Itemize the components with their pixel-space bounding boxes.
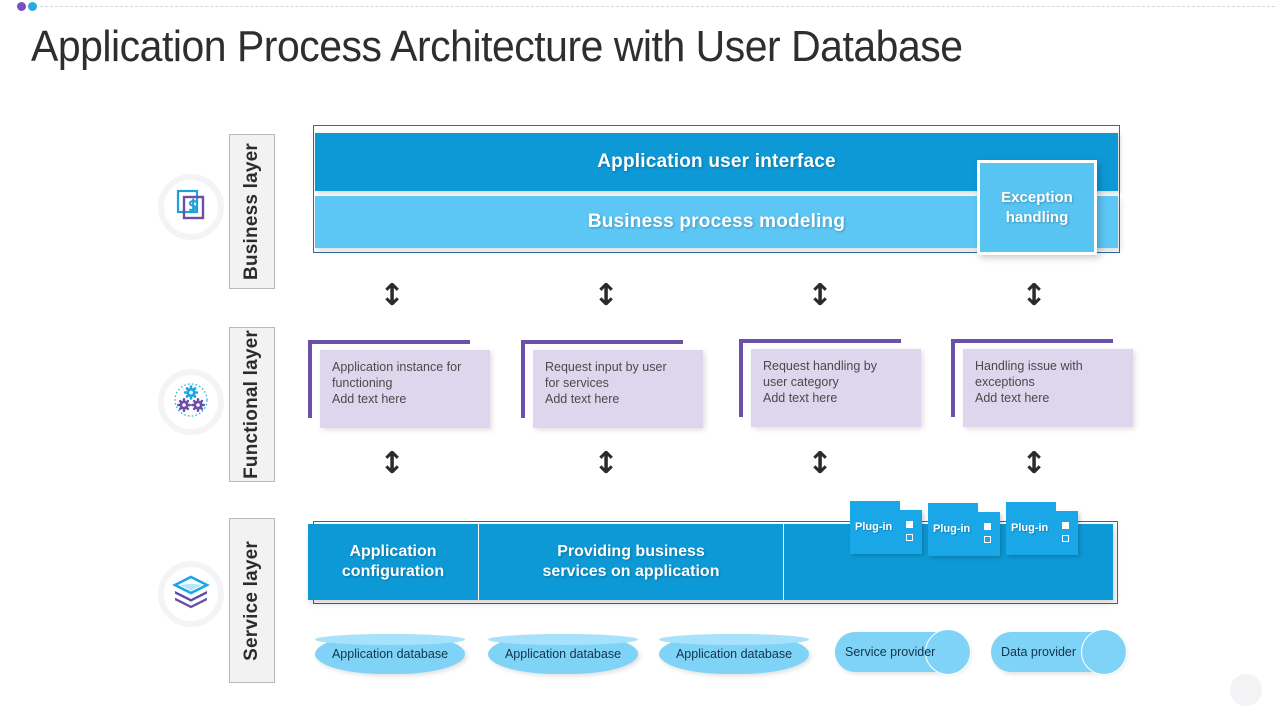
- provider-circle-decor: [925, 629, 971, 675]
- arrow-up-down-5: ↕: [379, 446, 405, 481]
- functional-box-line3: Add text here: [975, 391, 1050, 405]
- gears-icon: [172, 381, 210, 424]
- plugin-square-outline-icon: [984, 536, 991, 543]
- service-layer-icon-badge: [158, 561, 224, 627]
- database-cylinder-cap: [315, 634, 465, 645]
- document-stack-dollar-icon: [174, 188, 208, 227]
- top-decorative-strip: [0, 0, 1280, 14]
- functional-box-accent: [951, 339, 1113, 417]
- service-cell-line2: configuration: [341, 563, 445, 580]
- functional-box-line2: for services: [545, 376, 609, 390]
- plugin-badge-2[interactable]: Plug-in: [928, 503, 1000, 556]
- functional-box-accent: [739, 339, 901, 417]
- arrow-up-down-3: ↕: [807, 278, 833, 313]
- exception-handling-line2: handling: [1005, 208, 1069, 226]
- functional-layer-icon-badge: [158, 369, 224, 435]
- database-cylinder-2[interactable]: Application database: [488, 634, 638, 674]
- functional-box-application-instance[interactable]: Application instance for functioning Add…: [308, 340, 490, 428]
- functional-box-handling-issue[interactable]: Handling issue with exceptions Add text …: [951, 339, 1133, 427]
- service-cell-providing-business-label: Providing business services on applicati…: [543, 542, 720, 582]
- database-label: Application database: [675, 647, 793, 661]
- functional-box-line1: Application instance for: [332, 360, 462, 374]
- functional-box-line3: Add text here: [332, 392, 407, 406]
- functional-box-line2: functioning: [332, 376, 393, 390]
- arrow-up-down-1: ↕: [379, 278, 405, 313]
- service-cell-application-configuration-label: Application configuration: [342, 542, 444, 582]
- plugin-label: Plug-in: [855, 521, 893, 533]
- arrow-up-down-7: ↕: [807, 446, 833, 481]
- functional-box-accent: [308, 340, 470, 418]
- functional-box-line2: exceptions: [975, 375, 1035, 389]
- service-divider-2: [783, 524, 784, 600]
- layer-label-business: Business layer: [229, 134, 275, 289]
- decor-dot-blue: [28, 2, 37, 11]
- service-cell-providing-business[interactable]: Providing business services on applicati…: [479, 524, 783, 600]
- database-label: Application database: [331, 647, 449, 661]
- exception-handling-label: Exception handling: [1001, 188, 1073, 228]
- plugin-tab: [1006, 502, 1056, 511]
- plugin-square-outline-icon: [1062, 535, 1069, 542]
- arrow-up-down-4: ↕: [1021, 278, 1047, 313]
- functional-box-line3: Add text here: [763, 391, 838, 405]
- functional-box-body: Request handling by user category Add te…: [751, 349, 921, 427]
- service-cell-line1: Application: [349, 543, 437, 560]
- functional-box-request-input[interactable]: Request input by user for services Add t…: [521, 340, 703, 428]
- plugin-badge-3[interactable]: Plug-in: [1006, 502, 1078, 555]
- service-divider-1: [478, 524, 479, 600]
- arrow-up-down-8: ↕: [1021, 446, 1047, 481]
- service-provider-label: Service provider: [845, 645, 936, 659]
- layer-label-functional: Functional layer: [229, 327, 275, 482]
- plugin-tab: [928, 503, 978, 512]
- service-cell-application-configuration[interactable]: Application configuration: [308, 524, 478, 600]
- business-layer-icon-badge: [158, 174, 224, 240]
- database-cylinder-3[interactable]: Application database: [659, 634, 809, 674]
- layer-label-functional-text: Functional layer: [241, 330, 262, 479]
- page-title: Application Process Architecture with Us…: [31, 22, 963, 71]
- bar-application-user-interface-label: Application user interface: [597, 151, 836, 172]
- provider-circle-decor: [1081, 629, 1127, 675]
- plugin-square-filled-icon: [984, 523, 991, 530]
- layer-label-service-text: Service layer: [241, 540, 262, 661]
- business-layer-frame: [313, 125, 1120, 253]
- data-provider-shape[interactable]: Data provider: [991, 629, 1127, 675]
- service-provider-shape[interactable]: Service provider: [835, 629, 971, 675]
- functional-box-line1: Request handling by: [763, 359, 877, 373]
- plugin-badge-1[interactable]: Plug-in: [850, 501, 922, 554]
- functional-box-line2: user category: [763, 375, 839, 389]
- database-cylinder-cap: [659, 634, 809, 645]
- plugin-tab: [850, 501, 900, 510]
- bar-business-process-modeling-label: Business process modeling: [587, 211, 846, 232]
- plugin-label: Plug-in: [933, 523, 971, 535]
- functional-box-line1: Request input by user: [545, 360, 667, 374]
- decor-dot-purple: [17, 2, 26, 11]
- arrow-up-down-6: ↕: [593, 446, 619, 481]
- plugin-label: Plug-in: [1011, 522, 1049, 534]
- plugin-square-filled-icon: [906, 521, 913, 528]
- database-cylinder-1[interactable]: Application database: [315, 634, 465, 674]
- corner-decorative-blob: [1230, 674, 1262, 706]
- layers-icon: [171, 575, 211, 614]
- functional-box-body: Request input by user for services Add t…: [533, 350, 703, 428]
- functional-box-request-handling[interactable]: Request handling by user category Add te…: [739, 339, 921, 427]
- functional-box-accent: [521, 340, 683, 418]
- data-provider-label: Data provider: [1001, 645, 1077, 659]
- exception-handling-line1: Exception: [1001, 188, 1073, 206]
- plugin-square-filled-icon: [1062, 522, 1069, 529]
- service-cell-line2: services on application: [542, 563, 720, 580]
- decor-dashed-line: [40, 6, 1275, 7]
- layer-label-business-text: Business layer: [241, 143, 262, 280]
- functional-box-line3: Add text here: [545, 392, 620, 406]
- functional-box-body: Handling issue with exceptions Add text …: [963, 349, 1133, 427]
- layer-label-service: Service layer: [229, 518, 275, 683]
- functional-box-line1: Handling issue with: [975, 359, 1083, 373]
- arrow-up-down-2: ↕: [593, 278, 619, 313]
- service-cell-line1: Providing business: [557, 543, 705, 560]
- plugin-square-outline-icon: [906, 534, 913, 541]
- exception-handling-box[interactable]: Exception handling: [977, 160, 1097, 255]
- database-label: Application database: [504, 647, 622, 661]
- functional-box-body: Application instance for functioning Add…: [320, 350, 490, 428]
- database-cylinder-cap: [488, 634, 638, 645]
